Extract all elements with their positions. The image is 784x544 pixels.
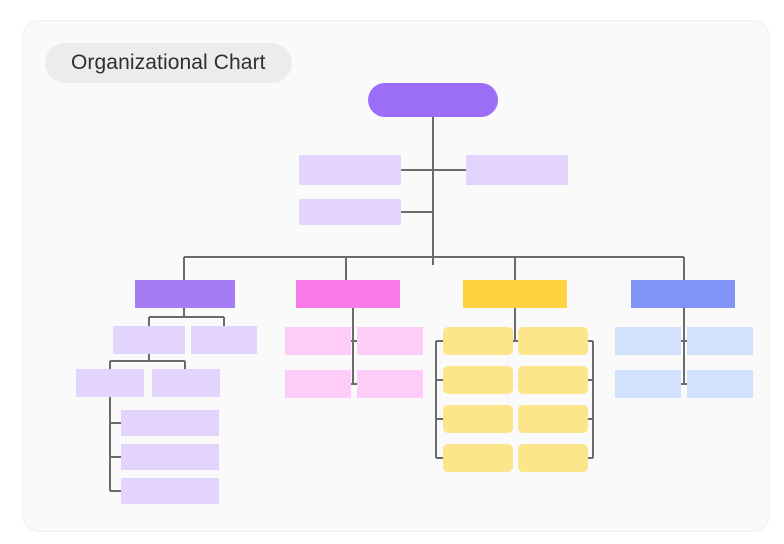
node-purple-b1[interactable]: [76, 369, 144, 397]
node-staff-left-1[interactable]: [299, 155, 401, 185]
node-yellow-r4c1[interactable]: [443, 444, 513, 472]
node-blue-r2c2[interactable]: [687, 370, 753, 398]
node-purple-a2[interactable]: [191, 326, 257, 354]
node-purple-c2[interactable]: [121, 444, 219, 470]
node-layer: [76, 83, 753, 504]
node-purple-c3[interactable]: [121, 478, 219, 504]
chart-card: Organizational Chart: [22, 20, 770, 532]
node-blue-r2c1[interactable]: [615, 370, 681, 398]
node-pink-r1c2[interactable]: [357, 327, 423, 355]
node-yellow-r3c2[interactable]: [518, 405, 588, 433]
node-purple-c1[interactable]: [121, 410, 219, 436]
node-yellow-r4c2[interactable]: [518, 444, 588, 472]
node-branch-purple[interactable]: [135, 280, 235, 308]
org-chart-canvas[interactable]: [23, 21, 770, 532]
node-yellow-r1c1[interactable]: [443, 327, 513, 355]
node-yellow-r2c2[interactable]: [518, 366, 588, 394]
node-pink-r2c1[interactable]: [285, 370, 351, 398]
node-yellow-r1c2[interactable]: [518, 327, 588, 355]
outer-window-shell: Organizational Chart: [4, 4, 780, 540]
node-yellow-r3c1[interactable]: [443, 405, 513, 433]
node-blue-r1c2[interactable]: [687, 327, 753, 355]
node-purple-a1[interactable]: [113, 326, 185, 354]
node-pink-r2c2[interactable]: [357, 370, 423, 398]
node-root[interactable]: [368, 83, 498, 117]
node-staff-right-1[interactable]: [466, 155, 568, 185]
node-staff-left-2[interactable]: [299, 199, 401, 225]
node-purple-b2[interactable]: [152, 369, 220, 397]
node-pink-r1c1[interactable]: [285, 327, 351, 355]
node-branch-pink[interactable]: [296, 280, 400, 308]
node-branch-yellow[interactable]: [463, 280, 567, 308]
node-branch-blue[interactable]: [631, 280, 735, 308]
chart-title-pill: Organizational Chart: [45, 43, 292, 83]
page-title: Organizational Chart: [71, 51, 266, 74]
node-blue-r1c1[interactable]: [615, 327, 681, 355]
node-yellow-r2c1[interactable]: [443, 366, 513, 394]
